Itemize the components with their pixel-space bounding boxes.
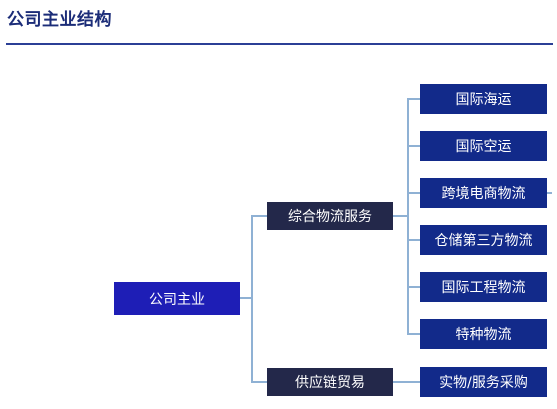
connector-leaf-4: [407, 239, 420, 241]
leaf-node: 国际海运: [420, 84, 547, 114]
leaf-node: 实物/服务采购: [420, 367, 547, 397]
branch-node-logistics: 综合物流服务: [267, 202, 393, 230]
connector-leaf-3: [407, 192, 420, 194]
connector-leaf-1: [407, 98, 420, 100]
leaf-node: 国际空运: [420, 131, 547, 161]
leaf-node: 跨境电商物流: [420, 178, 547, 208]
connector-trade-to-leaf: [393, 381, 420, 383]
leaf-node: 仓储第三方物流: [420, 225, 547, 255]
connector-leaf-6: [407, 333, 420, 335]
leaf-node-label: 国际工程物流: [441, 280, 526, 296]
root-node: 公司主业: [114, 282, 240, 315]
leaf-node-label: 国际空运: [455, 139, 512, 155]
connector-leaf-5: [407, 286, 420, 288]
connector-leaf-2: [407, 145, 420, 147]
connector-logistics-stem: [393, 215, 409, 217]
title-underline: [6, 43, 553, 45]
leaf-node: 特种物流: [420, 319, 547, 349]
branch-node-trade: 供应链贸易: [267, 368, 393, 396]
connector-root-stem: [240, 297, 252, 299]
branch-node-label: 综合物流服务: [288, 209, 372, 225]
leaf-node-label: 实物/服务采购: [439, 375, 528, 391]
leaf-node-label: 仓储第三方物流: [434, 233, 533, 249]
branch-node-label: 供应链贸易: [295, 375, 365, 391]
connector-to-branch-logistics: [251, 215, 267, 217]
connector-root-vertical: [251, 215, 253, 382]
connector-to-branch-trade: [251, 381, 267, 383]
connector-logistics-vertical: [407, 98, 409, 334]
leaf-node-label: 国际海运: [455, 92, 512, 108]
leaf-node-label: 跨境电商物流: [441, 186, 526, 202]
connector-leaf-3-tail: [547, 192, 552, 194]
leaf-node-label: 特种物流: [455, 327, 512, 343]
leaf-node: 国际工程物流: [420, 272, 547, 302]
page-title: 公司主业结构: [7, 10, 112, 30]
root-node-label: 公司主业: [149, 291, 205, 308]
